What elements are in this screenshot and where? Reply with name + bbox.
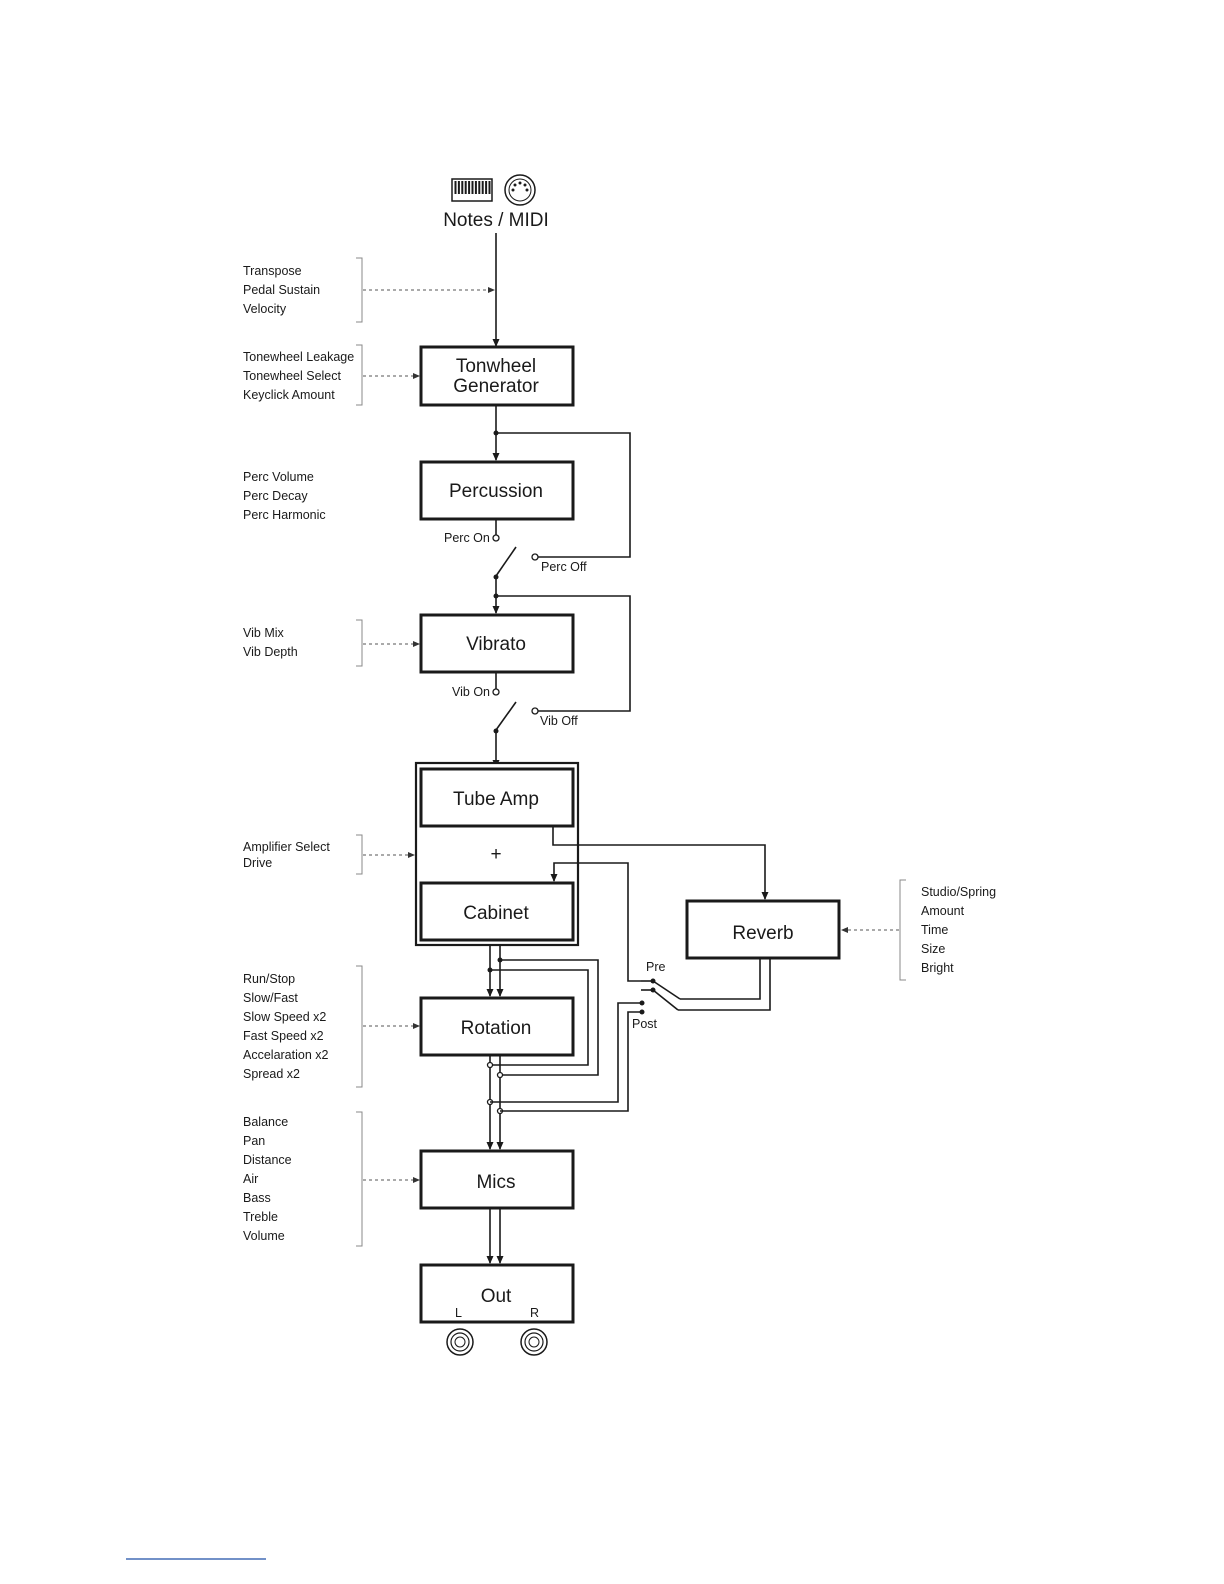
cabinet-block (419, 881, 575, 942)
rotation-bypass-l (490, 969, 589, 1066)
percussion-label: Percussion (449, 481, 543, 502)
out-block (419, 1263, 575, 1324)
param-reverb-size: Size (921, 942, 945, 956)
param-balance: Balance (243, 1115, 288, 1129)
reverb-block (685, 899, 841, 960)
vib-off-contact (531, 707, 539, 715)
jack-left-icon (446, 1328, 474, 1356)
notes-midi-label: Notes / MIDI (443, 210, 549, 231)
param-keyclick-amount: Keyclick Amount (243, 388, 335, 402)
param-transpose: Transpose (243, 264, 302, 278)
vibrato-label: Vibrato (466, 634, 526, 655)
out-l-label: L (455, 1306, 462, 1320)
param-velocity: Velocity (243, 302, 287, 316)
params-midi-group: Transpose Pedal Sustain Velocity (243, 257, 495, 323)
vib-bypass-line (496, 595, 631, 712)
param-acceleration: Accelaration x2 (243, 1048, 329, 1062)
param-perc-decay: Perc Decay (243, 489, 308, 503)
reverb-post-l-line (490, 1002, 642, 1103)
pre-post-lever-1 (652, 980, 681, 1000)
params-vibrato-group: Vib Mix Vib Depth (243, 619, 420, 667)
param-pedal-sustain: Pedal Sustain (243, 283, 320, 297)
params-reverb-group: Studio/Spring Amount Time Size Bright (841, 879, 996, 981)
param-pan: Pan (243, 1134, 265, 1148)
param-tonewheel-leakage: Tonewheel Leakage (243, 350, 354, 364)
rotation-bypass-r (500, 959, 599, 1076)
amp-to-reverb-line (552, 826, 769, 900)
params-amplifier-group: Amplifier Select Drive (243, 834, 415, 875)
param-volume: Volume (243, 1229, 285, 1243)
reverb-post-r-line (500, 1011, 642, 1112)
param-bass: Bass (243, 1191, 271, 1205)
param-drive: Drive (243, 856, 272, 870)
vibrato-block (419, 613, 575, 674)
cabinet-label: Cabinet (463, 903, 529, 924)
out-label: Out (481, 1286, 512, 1307)
param-studio-spring: Studio/Spring (921, 885, 996, 899)
param-reverb-amount: Amount (921, 904, 965, 918)
vib-on-label: Vib On (452, 685, 490, 699)
param-perc-harmonic: Perc Harmonic (243, 508, 326, 522)
param-spread: Spread x2 (243, 1067, 300, 1081)
perc-on-contact (492, 534, 500, 542)
perc-off-label: Perc Off (541, 560, 587, 574)
param-fast-speed: Fast Speed x2 (243, 1029, 324, 1043)
param-reverb-time: Time (921, 923, 948, 937)
param-air: Air (243, 1172, 258, 1186)
tonewheel-label-2: Generator (453, 376, 539, 397)
pre-post-lever-2 (652, 989, 679, 1011)
param-distance: Distance (243, 1153, 292, 1167)
perc-switch-lever (495, 546, 517, 577)
perc-bypass-line (496, 432, 631, 558)
out-r-label: R (530, 1306, 539, 1320)
param-vib-mix: Vib Mix (243, 626, 285, 640)
tube-amp-block (419, 767, 575, 828)
plus-sign: + (490, 844, 501, 865)
param-reverb-bright: Bright (921, 961, 954, 975)
param-slow-fast: Slow/Fast (243, 991, 298, 1005)
vib-on-contact (492, 688, 500, 696)
param-run-stop: Run/Stop (243, 972, 295, 986)
pre-label: Pre (646, 960, 666, 974)
param-tonewheel-select: Tonewheel Select (243, 369, 342, 383)
rotation-label: Rotation (461, 1018, 532, 1039)
tonewheel-generator-block (419, 345, 575, 407)
perc-off-contact (531, 553, 539, 561)
percussion-block (419, 460, 575, 521)
mics-label: Mics (476, 1172, 515, 1193)
vib-off-label: Vib Off (540, 714, 578, 728)
tube-amp-label: Tube Amp (453, 789, 539, 810)
keyboard-icon (451, 178, 493, 202)
param-amplifier-select: Amplifier Select (243, 840, 330, 854)
perc-on-label: Perc On (444, 531, 490, 545)
midi-connector-icon (504, 174, 536, 206)
jack-right-icon (520, 1328, 548, 1356)
rotation-block (419, 996, 575, 1057)
params-rotation-group: Run/Stop Slow/Fast Slow Speed x2 Fast Sp… (243, 965, 420, 1088)
tonewheel-label-1: Tonwheel (456, 356, 536, 377)
params-tonewheel-group: Tonewheel Leakage Tonewheel Select Keycl… (243, 344, 420, 406)
reverb-out-l-line (680, 958, 761, 1000)
vib-switch-lever (495, 701, 517, 731)
params-mics-group: Balance Pan Distance Air Bass Treble Vol… (243, 1111, 420, 1247)
reverb-out-r-line (678, 958, 771, 1011)
mics-block (419, 1149, 575, 1210)
reverb-label: Reverb (732, 923, 793, 944)
post-label: Post (632, 1017, 658, 1031)
param-perc-volume: Perc Volume (243, 470, 314, 484)
reverb-return-to-cabinet-line (550, 862, 641, 982)
params-percussion-group: Perc Volume Perc Decay Perc Harmonic (243, 470, 326, 522)
param-treble: Treble (243, 1210, 278, 1224)
param-vib-depth: Vib Depth (243, 645, 298, 659)
param-slow-speed: Slow Speed x2 (243, 1010, 326, 1024)
